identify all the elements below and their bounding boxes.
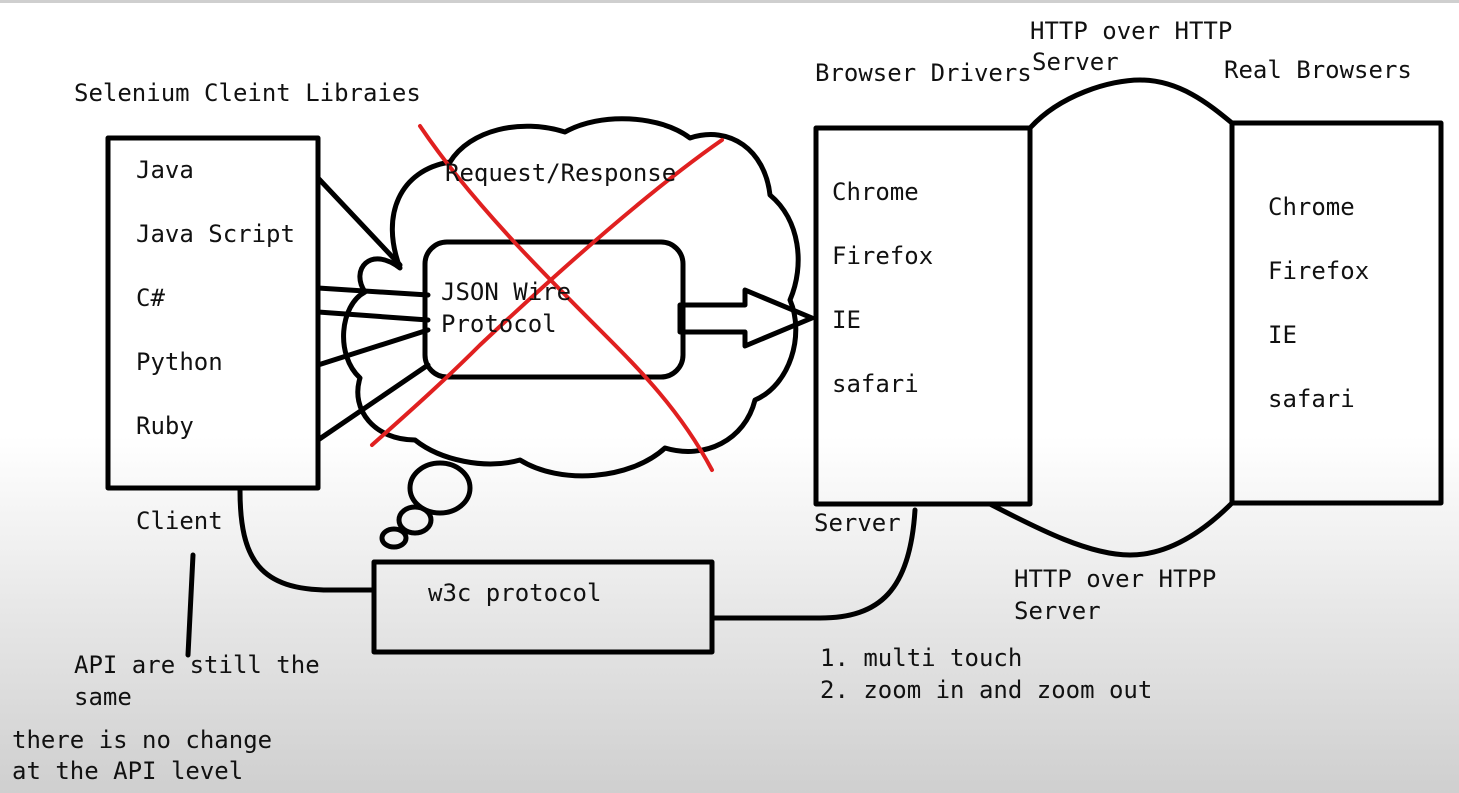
w3c-box: [371, 559, 715, 655]
protocol-label: Protocol: [441, 310, 557, 338]
client-language-csharp: C#: [136, 284, 165, 312]
api-note-line2: same: [74, 683, 132, 711]
connector-ruby: [315, 362, 431, 443]
connector-java: [315, 175, 403, 268]
client-api-pointer: [185, 552, 196, 658]
driver-chrome: Chrome: [832, 178, 919, 206]
browser-safari: safari: [1268, 385, 1355, 413]
browser-drivers-title: Browser Drivers: [815, 59, 1032, 87]
client-language-javascript: Java Script: [136, 220, 295, 248]
client-language-ruby: Ruby: [136, 412, 194, 440]
client-label: Client: [136, 507, 223, 535]
client-language-java: Java: [136, 156, 194, 184]
browser-chrome: Chrome: [1268, 193, 1355, 221]
http-bottom-line2: Server: [1014, 597, 1101, 625]
client-libraries-title: Selenium Cleint Libraies: [74, 79, 421, 107]
client-language-python: Python: [136, 348, 223, 376]
api-note-line1: API are still the: [74, 651, 320, 679]
w3c-protocol-label: w3c protocol: [428, 579, 602, 607]
browser-ie: IE: [1268, 321, 1297, 349]
feature-multi-touch: 1. multi touch: [820, 644, 1023, 672]
real-browsers-title: Real Browsers: [1224, 56, 1412, 84]
cloud-shape: [341, 116, 801, 479]
thought-bubble-medium: [396, 504, 434, 536]
driver-firefox: Firefox: [832, 242, 934, 270]
feature-zoom: 2. zoom in and zoom out: [820, 676, 1153, 704]
browser-firefox: Firefox: [1268, 257, 1370, 285]
no-change-note-line2: at the API level: [12, 757, 244, 785]
no-change-note-line1: there is no change: [12, 726, 273, 754]
top-border: [0, 0, 1459, 3]
thought-bubble-large: [407, 460, 473, 516]
request-response-label: Request/Response: [445, 159, 677, 187]
drivers-box: [813, 125, 1033, 507]
thought-bubble-small: [379, 526, 409, 550]
client-w3c-connector: [237, 487, 377, 593]
connector-python: [315, 327, 431, 368]
driver-safari: safari: [832, 370, 919, 398]
wire-arrow: [677, 287, 815, 349]
connector-csharp: [315, 309, 431, 323]
cross-stroke-2: [370, 138, 724, 447]
http-top-line2: Server: [1032, 48, 1119, 76]
http-bottom-channel: [987, 500, 1235, 558]
w3c-server-connector: [709, 507, 918, 621]
browsers-box: [1229, 120, 1444, 506]
driver-ie: IE: [832, 306, 861, 334]
json-wire-box: [422, 239, 686, 380]
http-top-channel: [1027, 77, 1235, 131]
server-label: Server: [814, 509, 901, 537]
http-top-line1: HTTP over HTTP: [1030, 17, 1233, 45]
connector-javascript: [315, 285, 431, 298]
http-bottom-line1: HTTP over HTPP: [1014, 565, 1217, 593]
json-wire-label: JSON Wire: [441, 278, 572, 306]
cross-stroke-1: [418, 124, 714, 472]
